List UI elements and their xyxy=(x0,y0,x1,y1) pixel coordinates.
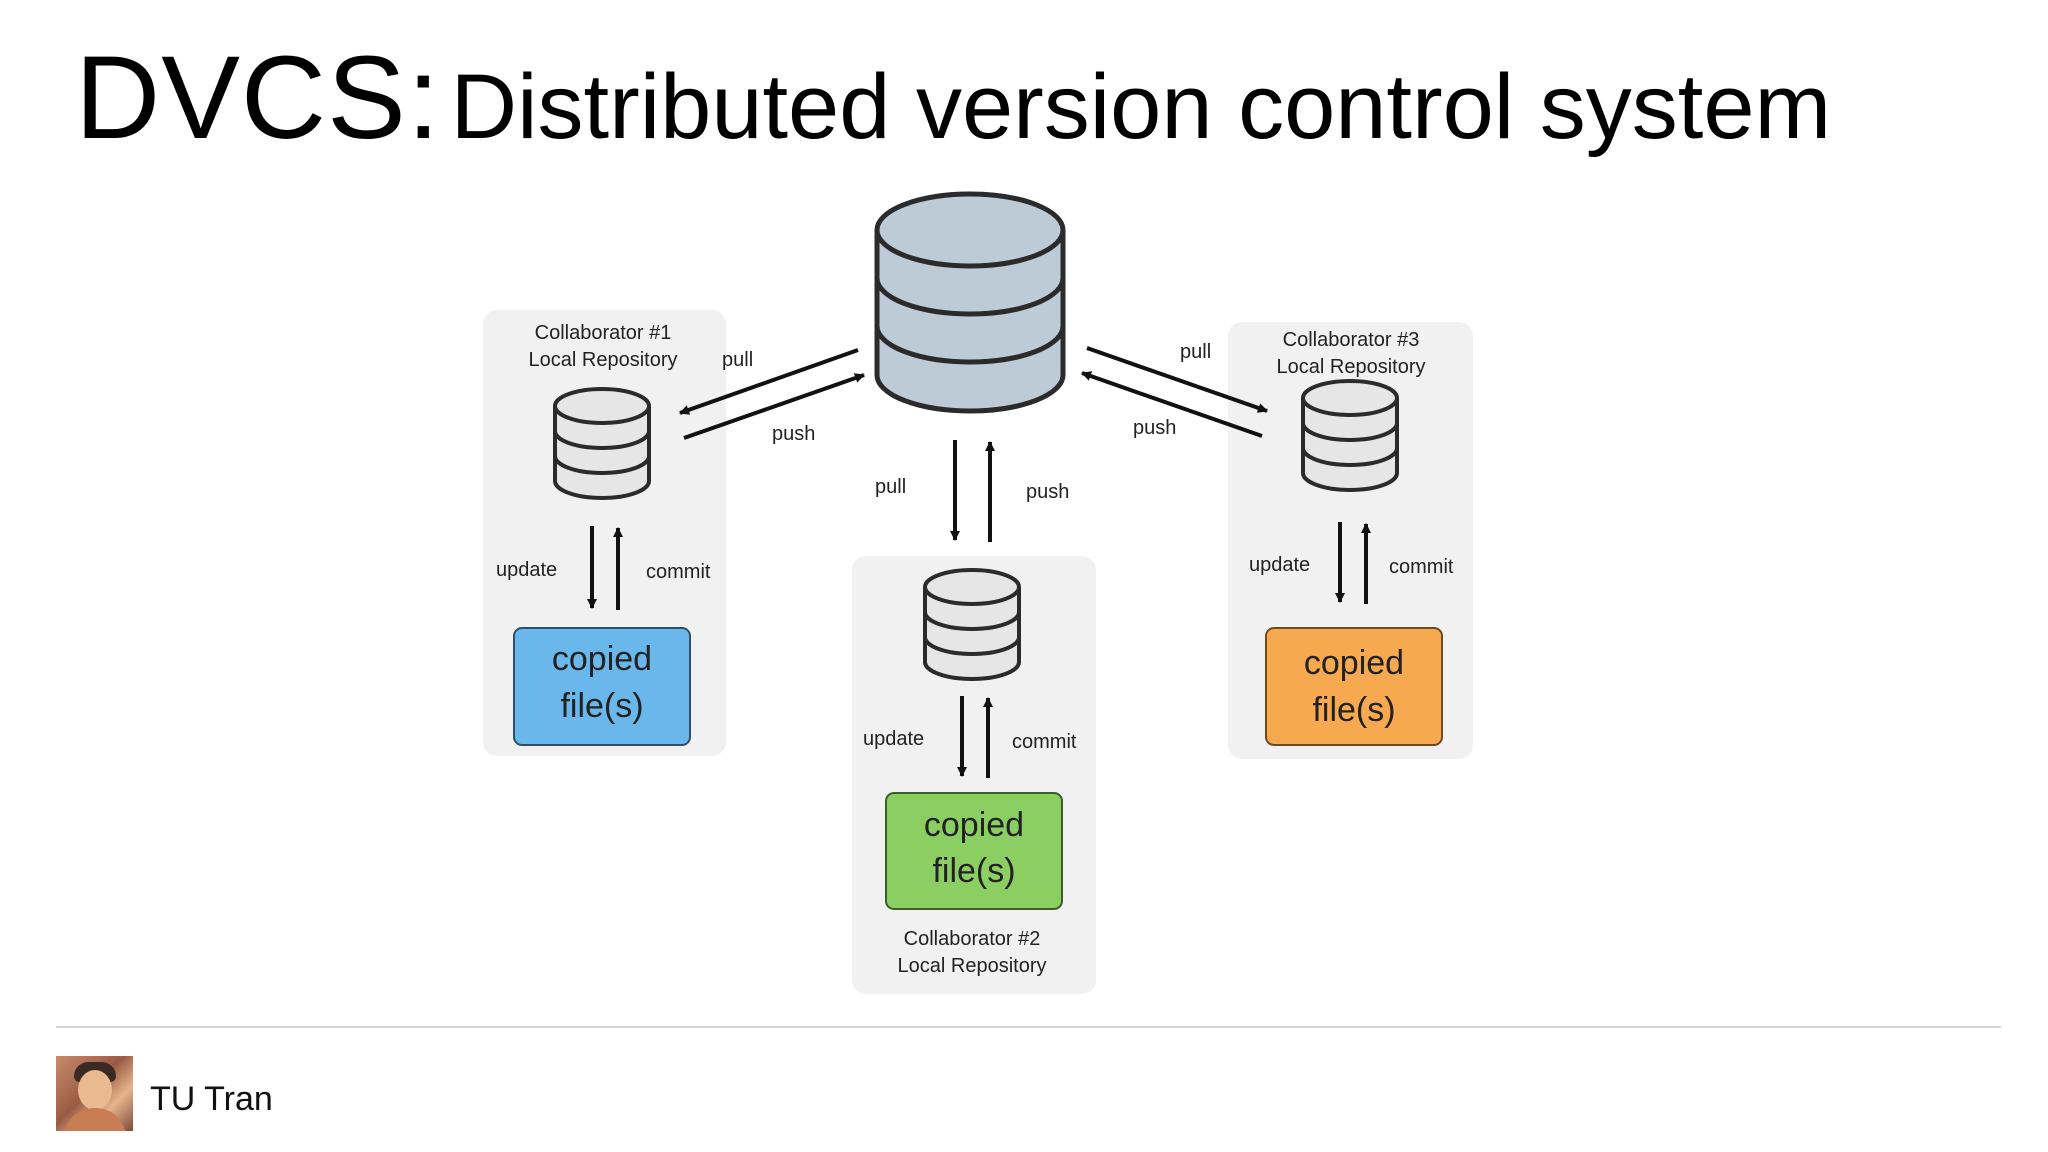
footer-divider xyxy=(56,1026,2001,1028)
collab3-name: Collaborator #3 xyxy=(1283,329,1420,351)
update-label-collab2: update xyxy=(863,728,924,750)
commit-label-collab3: commit xyxy=(1389,556,1454,578)
collab3-repo-icon xyxy=(1301,379,1399,492)
collab3-repo-label: Local Repository xyxy=(1277,356,1426,378)
push-arrow-collab1 xyxy=(683,373,865,440)
commit-label-collab2: commit xyxy=(1012,731,1077,753)
collab3-files-line1: copied xyxy=(1304,644,1404,682)
author-avatar xyxy=(56,1056,133,1131)
title-main: DVCS: xyxy=(75,32,441,164)
pull-label-collab2: pull xyxy=(875,476,906,498)
author-name: TU Tran xyxy=(150,1080,273,1118)
push-arrow-collab3 xyxy=(1081,371,1263,438)
pull-arrow-collab1 xyxy=(679,348,859,415)
update-label-collab3: update xyxy=(1249,554,1310,576)
slide-title: DVCS:Distributed version control system xyxy=(75,30,1831,166)
collab1-files-line1: copied xyxy=(552,640,652,678)
pull-arrow-collab3 xyxy=(1086,346,1268,413)
collab1-repo-label: Local Repository xyxy=(529,349,678,371)
commit-label-collab1: commit xyxy=(646,561,711,583)
collab2-name: Collaborator #2 xyxy=(904,928,1041,950)
collab1-repo-icon xyxy=(553,387,651,500)
pull-label-collab1: pull xyxy=(722,349,753,371)
push-label-collab3: push xyxy=(1133,417,1176,439)
collab2-repo-label: Local Repository xyxy=(898,955,1047,977)
collab3-files-box xyxy=(1265,627,1443,746)
push-label-collab1: push xyxy=(772,423,815,445)
collab2-files-box xyxy=(885,792,1063,910)
update-label-collab1: update xyxy=(496,559,557,581)
collab3-files-line2: file(s) xyxy=(1312,691,1395,729)
collab1-name: Collaborator #1 xyxy=(535,322,672,344)
pull-label-collab3: pull xyxy=(1180,341,1211,363)
collab2-files-line2: file(s) xyxy=(932,852,1015,890)
collab2-repo-icon xyxy=(923,568,1021,681)
central-repository-icon xyxy=(874,191,1066,414)
push-label-collab2: push xyxy=(1026,481,1069,503)
collab1-files-line2: file(s) xyxy=(560,687,643,725)
collab1-files-box xyxy=(513,627,691,746)
title-subtitle: Distributed version control system xyxy=(450,56,1832,158)
collab2-files-line1: copied xyxy=(924,806,1024,844)
